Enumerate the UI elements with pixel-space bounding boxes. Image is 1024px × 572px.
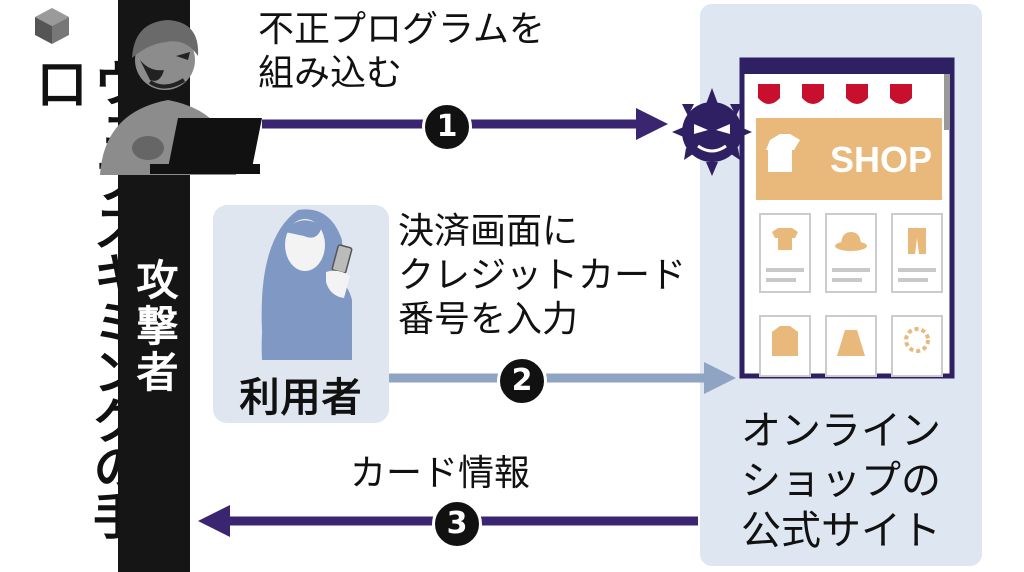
note-line: 組み込む [258,53,403,94]
note-line: クレジットカード [398,255,687,296]
step-1-badge: 1 [422,102,472,152]
user-label: 利用者 [239,375,363,421]
note-line: 番号を入力 [398,299,579,340]
laptop-icon [132,118,262,174]
cube-icon [35,8,69,44]
note-line: 不正プログラムを [258,9,545,50]
step-3-badge: 3 [432,499,482,549]
shop-label-line: オンライン [741,408,941,454]
shop-sign: SHOP [830,139,932,180]
shop-page-icon: SHOP [739,57,955,379]
step-2-note: 決済画面に クレジットカード 番号を入力 [398,210,686,342]
awning [756,84,940,104]
note-line: カード情報 [350,453,531,494]
product-grid [759,213,943,377]
shop-label-line: ショップの [741,458,941,504]
woman-with-phone-icon [261,209,353,360]
shop-label-line: 公式サイト [741,508,941,554]
step-3-note: カード情報 [350,452,530,496]
arrow-step-2 [389,362,736,394]
virus-icon [672,88,752,176]
note-line: 決済画面に [398,211,579,252]
step-2-badge: 2 [497,356,547,406]
attacker-label: 攻撃者 [130,258,179,396]
attacker-bar: 攻撃者 [118,0,190,572]
step-1-note: 不正プログラムを 組み込む [258,8,545,96]
shop-label: オンライン ショップの 公式サイト [700,406,982,556]
